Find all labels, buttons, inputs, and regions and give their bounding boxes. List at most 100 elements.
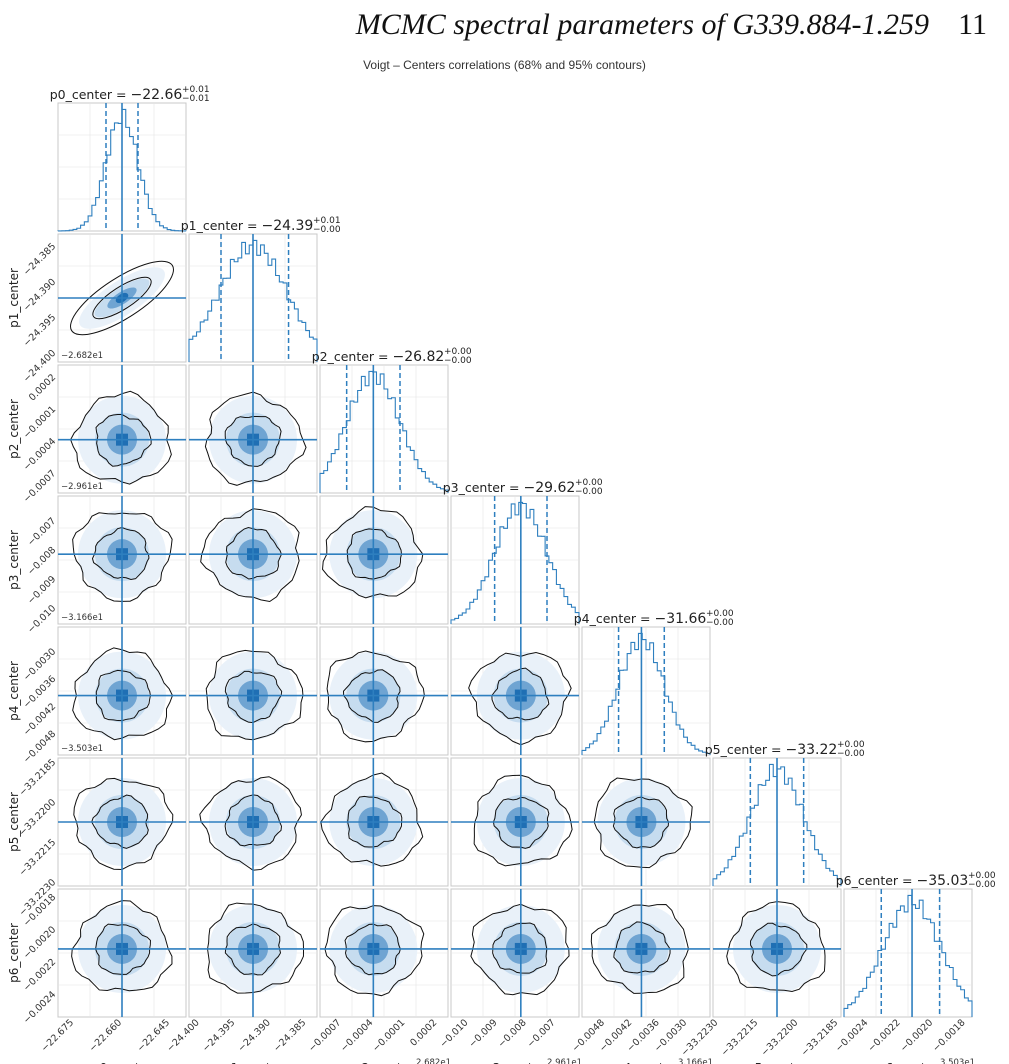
- y-tick-label: −24.390: [21, 277, 58, 314]
- hist-p4_center: [581, 626, 711, 756]
- panel-p1_center-p4_center: [188, 626, 318, 756]
- x-tick-label: −24.385: [272, 1017, 309, 1054]
- x-axis-label: p2_center: [354, 1061, 414, 1064]
- hist-title-p4_center: p4_center = −31.66+0.00−0.00: [574, 609, 734, 628]
- x-tick-label: −0.0022: [866, 1017, 903, 1054]
- x-tick-label: −0.0018: [931, 1017, 968, 1054]
- y-tick-label: −0.0024: [21, 989, 58, 1026]
- axis-offset-label: 3.166e1: [678, 1058, 713, 1064]
- err-plus: +0.01: [313, 216, 341, 226]
- x-axis-label: p3_center: [485, 1061, 545, 1064]
- err-plus: +0.00: [837, 740, 865, 750]
- xaxis-p5_center: −33.2230−33.2215−33.2200−33.2185p5_cente…: [679, 1017, 840, 1064]
- y-tick-label: −0.010: [26, 603, 59, 636]
- panel-p3_center-p6_center: [450, 888, 580, 1018]
- err-minus: −0.01: [182, 94, 210, 104]
- panel-p2_center-p4_center: [319, 626, 449, 756]
- page-number: 11: [958, 8, 987, 41]
- y-tick-label: −24.395: [21, 312, 58, 349]
- hist-p1_center: [188, 233, 318, 363]
- panel-p0_center-p6_center: [57, 888, 187, 1018]
- err-minus: −0.00: [313, 225, 341, 235]
- y-tick-label: −33.2200: [17, 797, 58, 838]
- figure-title: Voigt – Centers correlations (68% and 95…: [363, 58, 646, 72]
- x-axis-label: p4_center: [616, 1061, 676, 1064]
- x-axis-label: p5_center: [747, 1061, 807, 1064]
- panel-p2_center-p3_center: [319, 495, 449, 625]
- err-minus: −0.00: [837, 749, 865, 759]
- x-tick-label: −0.0024: [834, 1017, 871, 1054]
- y-tick-label: −0.0022: [21, 957, 58, 994]
- axis-offset-label: 3.503e1: [940, 1058, 975, 1064]
- axis-offset-label: −3.166e1: [61, 613, 103, 623]
- y-axis-label: p2_center: [7, 399, 21, 459]
- xaxis-p6_center: −0.0024−0.0022−0.0020−0.0018 p6_center3.5…: [834, 1017, 975, 1064]
- axis-offset-label: 2.961e1: [547, 1058, 582, 1064]
- y-axis-label: p1_center: [7, 268, 21, 328]
- hist-title-p5_center: p5_center = −33.22+0.00−0.00: [705, 740, 865, 759]
- hist-title-p2_center: p2_center = −26.82+0.00−0.00: [312, 347, 472, 366]
- axis-offset-label: −2.961e1: [61, 482, 103, 492]
- x-tick-label: −24.395: [200, 1017, 237, 1054]
- hist-title-text: p3_center = −29.62: [443, 480, 576, 496]
- panel-p4_center-p6_center: [581, 888, 711, 1018]
- y-tick-label: −0.008: [26, 545, 59, 578]
- err-plus: +0.00: [968, 871, 996, 881]
- x-tick-label: −24.390: [236, 1017, 273, 1054]
- y-tick-label: −24.385: [21, 241, 58, 278]
- x-tick-label: −0.007: [525, 1017, 558, 1050]
- y-axis-label: p4_center: [7, 661, 21, 721]
- x-tick-label: −0.0001: [371, 1017, 408, 1054]
- err-plus: +0.00: [444, 347, 472, 357]
- panel-p3_center-p5_center: [450, 757, 580, 887]
- x-tick-label: −0.0007: [307, 1017, 344, 1054]
- err-minus: −0.00: [575, 487, 603, 497]
- y-tick-label: −0.0020: [21, 924, 58, 961]
- x-tick-label: −0.0004: [339, 1017, 376, 1054]
- hist-title-text: p5_center = −33.22: [705, 742, 838, 758]
- hist-title-text: p4_center = −31.66: [574, 611, 707, 627]
- err-minus: −0.00: [444, 356, 472, 366]
- err-plus: +0.00: [575, 478, 603, 488]
- running-title: MCMC spectral parameters of G339.884-1.2…: [355, 8, 929, 41]
- hist-p3_center: [450, 495, 580, 625]
- hist-title-p3_center: p3_center = −29.62+0.00−0.00: [443, 478, 603, 497]
- y-tick-label: −0.0004: [21, 436, 58, 473]
- panel-p1_center-p6_center: [188, 888, 318, 1018]
- histogram-steps: [843, 894, 973, 1017]
- axis-offset-label: −2.682e1: [61, 351, 103, 361]
- panel-p0_center-p1_center: −2.682e1: [57, 233, 187, 363]
- x-axis-label: p1_center: [223, 1061, 283, 1064]
- panel-p4_center-p5_center: [581, 757, 711, 887]
- y-tick-label: −0.0007: [21, 468, 58, 505]
- contour-95: [70, 260, 174, 336]
- histogram-steps: [319, 370, 449, 493]
- axis-offset-label: 2.682e1: [416, 1058, 451, 1064]
- x-axis-label: p6_center: [878, 1061, 938, 1064]
- x-axis-label: p0_center: [92, 1061, 152, 1064]
- hist-title-p6_center: p6_center = −35.03+0.00−0.00: [836, 871, 996, 890]
- x-tick-label: −22.675: [39, 1017, 76, 1054]
- err-minus: −0.00: [968, 880, 996, 890]
- panel-p2_center-p5_center: [319, 757, 449, 887]
- x-tick-label: 0.0002: [408, 1017, 439, 1048]
- x-tick-label: −33.2185: [799, 1017, 840, 1058]
- y-axis-label: p5_center: [7, 792, 21, 852]
- hist-title-text: p1_center = −24.39: [181, 218, 314, 234]
- err-plus: +0.01: [182, 85, 210, 95]
- panel-p1_center-p2_center: [188, 364, 318, 494]
- panel-p0_center-p4_center: −3.503e1: [57, 626, 187, 756]
- y-tick-label: −0.009: [26, 574, 59, 607]
- x-tick-label: −0.0020: [898, 1017, 935, 1054]
- axis-offset-label: −3.503e1: [61, 744, 103, 754]
- err-plus: +0.00: [706, 609, 734, 619]
- histogram-steps: [581, 632, 711, 755]
- hist-p6_center: [843, 888, 973, 1018]
- panel-p0_center-p3_center: −3.166e1: [57, 495, 187, 625]
- contour-68: [92, 276, 152, 320]
- x-tick-label: −0.009: [467, 1017, 500, 1050]
